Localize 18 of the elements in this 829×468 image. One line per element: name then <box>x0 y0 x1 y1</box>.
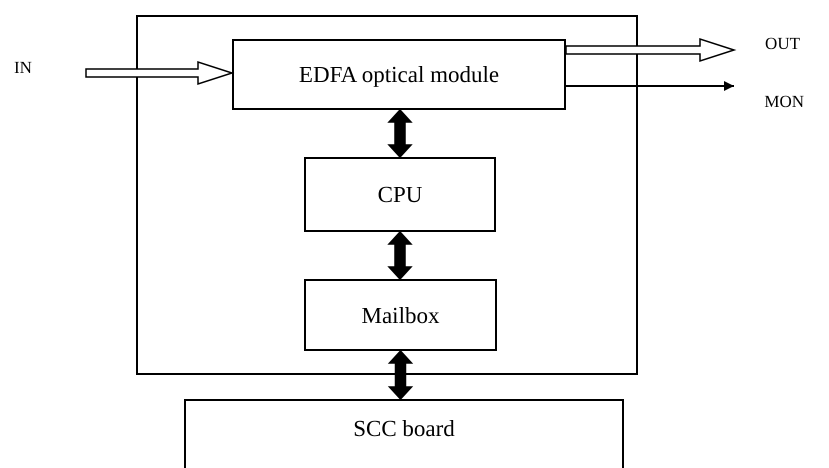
double-arrow <box>387 230 413 280</box>
process-box <box>304 279 497 351</box>
process-box <box>184 399 624 468</box>
module-frame <box>136 15 638 375</box>
double-arrow <box>388 350 414 400</box>
arrow <box>566 81 734 91</box>
node-label: EDFA optical module <box>298 63 500 86</box>
node-label: CPU <box>378 183 422 206</box>
node-label: Mailbox <box>362 304 440 326</box>
double-arrow <box>387 108 413 158</box>
node-label: IN <box>14 58 32 76</box>
hollow-arrow <box>565 38 736 62</box>
process-box <box>304 157 496 232</box>
node-label: MON <box>764 92 804 110</box>
hollow-arrow <box>85 60 234 86</box>
node-label: OUT <box>765 34 800 52</box>
node-label: SCC board <box>353 417 455 440</box>
process-box <box>232 39 566 110</box>
